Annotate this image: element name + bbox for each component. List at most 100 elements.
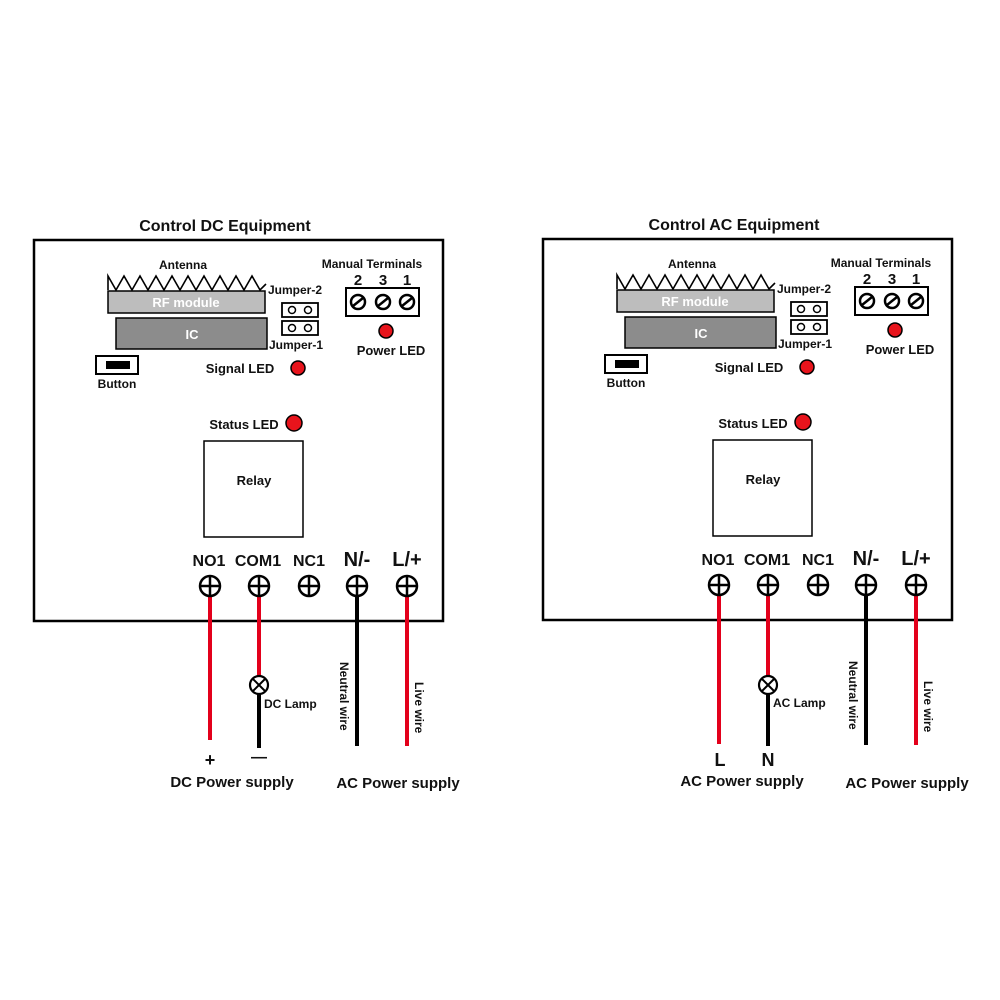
terminal-no1: [707, 573, 731, 597]
ac-power-supply-label: AC Power supply: [336, 775, 460, 792]
jumper-2-pin: [796, 304, 806, 314]
live-wire-label: Live wire: [921, 681, 935, 733]
button-label: Button: [98, 377, 137, 391]
rf-module: [107, 290, 266, 314]
jumper-1-pin: [287, 323, 297, 333]
terminal-label-nc1: NC1: [802, 552, 834, 569]
terminal-label-nc1: NC1: [293, 553, 325, 570]
ic-chip: [115, 317, 268, 350]
power-led-label: Power LED: [866, 342, 935, 357]
terminal-label-no1: NO1: [702, 552, 735, 569]
status-led-label: Status LED: [209, 417, 278, 432]
jumper1-label: Jumper-1: [269, 338, 323, 352]
jumper1-label: Jumper-1: [778, 337, 832, 351]
manual-terminal-number: 2: [863, 271, 871, 288]
jumper2-label: Jumper-2: [777, 282, 831, 296]
supply-pole-negative: —: [251, 749, 267, 766]
terminal-com1: [247, 574, 271, 598]
relay-label: Relay: [746, 472, 781, 487]
supply-pole-l: L: [715, 750, 726, 770]
live-wire-label: Live wire: [412, 682, 426, 734]
jumper-2: [790, 301, 828, 317]
antenna-coil: [107, 272, 267, 292]
terminal-label-n: N/-: [344, 549, 371, 571]
jumper-2-pin: [303, 305, 313, 315]
jumper-2: [281, 302, 319, 318]
terminal-n: [854, 573, 878, 597]
rf-module-label: RF module: [661, 294, 728, 309]
terminal-no1: [198, 574, 222, 598]
jumper-2-pin: [812, 304, 822, 314]
power-led-label: Power LED: [357, 343, 426, 358]
panel-title: Control DC Equipment: [139, 218, 311, 235]
button-switch-knob: [615, 360, 639, 368]
manual-terminal-screw: [398, 293, 416, 311]
terminal-label-com1: COM1: [744, 552, 790, 569]
signal-led: [799, 359, 815, 375]
antenna-label: Antenna: [159, 258, 207, 272]
ic-label: IC: [186, 327, 200, 342]
antenna-coil: [616, 271, 776, 291]
lamp-icon: [757, 674, 779, 696]
ac-power-supply-label-2: AC Power supply: [845, 775, 969, 792]
manual-terminal-number: 1: [912, 271, 920, 288]
signal-led: [290, 360, 306, 376]
ic-label: IC: [695, 326, 709, 341]
lamp-icon: [248, 674, 270, 696]
neutral-wire-label: Neutral wire: [337, 662, 351, 731]
manual-terminal-screw: [883, 292, 901, 310]
lamp-label: AC Lamp: [773, 696, 826, 710]
jumper2-label: Jumper-2: [268, 283, 322, 297]
dc-power-supply-label: DC Power supply: [170, 774, 294, 791]
relay-label: Relay: [237, 473, 272, 488]
status-led: [794, 413, 812, 431]
terminal-nc1: [297, 574, 321, 598]
power-led: [378, 323, 394, 339]
jumper-1: [790, 319, 828, 335]
ac-power-supply-label-1: AC Power supply: [680, 773, 804, 790]
antenna-label: Antenna: [668, 257, 716, 271]
manual-terminal-screw: [907, 292, 925, 310]
status-led: [285, 414, 303, 432]
status-led-label: Status LED: [718, 416, 787, 431]
rf-module: [616, 289, 775, 313]
manual-terminal-screw: [349, 293, 367, 311]
power-led: [887, 322, 903, 338]
signal-led-label: Signal LED: [715, 360, 784, 375]
jumper-1-pin: [812, 322, 822, 332]
terminal-n: [345, 574, 369, 598]
terminal-com1: [756, 573, 780, 597]
jumper-1: [281, 320, 319, 336]
manual-terminal-number: 1: [403, 272, 411, 289]
terminal-l: [395, 574, 419, 598]
terminal-nc1: [806, 573, 830, 597]
manual-terminal-number: 2: [354, 272, 362, 289]
neutral-wire-label: Neutral wire: [846, 661, 860, 730]
jumper-2-pin: [287, 305, 297, 315]
jumper-1-pin: [796, 322, 806, 332]
terminal-label-n: N/-: [853, 548, 880, 570]
terminal-l: [904, 573, 928, 597]
manual-terminals-label: Manual Terminals: [322, 257, 423, 271]
terminal-label-no1: NO1: [193, 553, 226, 570]
supply-pole-positive: +: [205, 750, 216, 770]
relay-box: [203, 440, 304, 538]
panel-control-ac: Control AC Equipment Antenna RF module I…: [541, 217, 969, 792]
relay-box: [712, 439, 813, 537]
terminal-label-l: L/+: [901, 548, 930, 570]
manual-terminals-label: Manual Terminals: [831, 256, 932, 270]
ic-chip: [624, 316, 777, 349]
signal-led-label: Signal LED: [206, 361, 275, 376]
terminal-label-l: L/+: [392, 549, 421, 571]
lamp-label: DC Lamp: [264, 697, 317, 711]
manual-terminal-screw: [374, 293, 392, 311]
rf-module-label: RF module: [152, 295, 219, 310]
button-switch-knob: [106, 361, 130, 369]
manual-terminal-number: 3: [888, 271, 896, 288]
jumper-1-pin: [303, 323, 313, 333]
panel-title: Control AC Equipment: [649, 217, 821, 234]
button-label: Button: [607, 376, 646, 390]
supply-pole-n: N: [762, 750, 775, 770]
manual-terminal-number: 3: [379, 272, 387, 289]
